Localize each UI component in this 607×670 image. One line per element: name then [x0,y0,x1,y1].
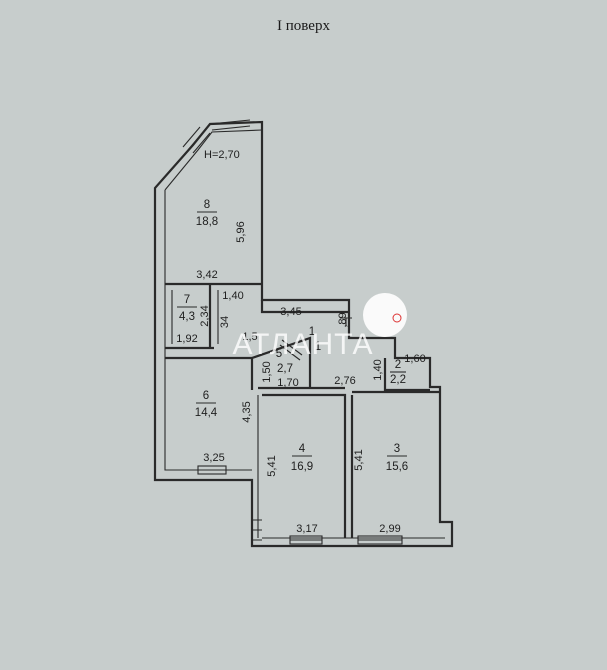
dim-160: 1,60 [404,353,425,365]
dim-317: 3,17 [296,523,317,535]
room7-number: 7 [184,294,190,306]
room2-number: 2 [395,359,401,371]
dim-15: 1,5 [242,331,257,343]
dim-140b: 1,40 [372,359,384,380]
room5-number: 5 [276,348,282,360]
window-room4 [289,535,323,545]
watermark-text: АТЛАНТА [232,328,373,361]
dim-541b: 5,41 [353,449,365,470]
dim-276: 2,76 [334,375,355,387]
dim-596: 5,96 [235,221,247,242]
room3-area: 15,6 [386,461,408,473]
bay-window [182,119,251,154]
wall-room3 [350,390,440,538]
room6-area: 14,4 [195,407,218,419]
wall-room7 [165,284,214,350]
outer-wall [153,120,454,548]
registered-icon [392,313,402,323]
room8-number: 8 [204,199,210,211]
floor-title: І поверх [277,18,330,34]
dim-541a: 5,41 [266,455,278,476]
window-room6 [197,465,227,475]
room6-number: 6 [203,390,209,402]
door-room1 [340,317,352,326]
dim-192: 1,92 [176,333,197,345]
dim-140a: 1,40 [222,290,243,302]
room3-number: 3 [394,443,400,455]
room7-area: 4,3 [179,311,195,323]
dim-435: 4,35 [241,401,253,422]
wall-room4 [262,393,347,538]
dim-299: 2,99 [379,523,400,535]
wall-room5 [251,336,345,390]
room4-area: 16,9 [291,461,313,473]
dim-189: ,89 [337,312,349,327]
room5-area: 2,7 [277,363,293,375]
dim-345: 3,45 [280,306,301,318]
dim-150: 1,50 [261,361,273,382]
ceiling-height: Н=2,70 [204,149,240,161]
wall-room7-inner [171,290,219,344]
dim-234: 2,34 [199,305,211,326]
wall-room6-top [165,356,254,390]
balcony-door [252,519,262,541]
dim-170: 1,70 [277,377,298,389]
logo-circle [363,293,407,337]
wall-room2 [383,358,430,392]
dim-342: 3,42 [196,269,217,281]
room2-area: 2,2 [390,374,406,386]
room8-area: 18,8 [196,216,218,228]
dim-34: 34 [219,316,231,328]
dim-325: 3,25 [203,452,224,464]
door-room5 [279,339,303,361]
wall-corridor [260,300,349,314]
window-room3 [357,535,403,545]
room1-area: 1 [315,341,321,353]
room4-number: 4 [299,443,306,455]
room1-number: 1 [309,326,315,338]
